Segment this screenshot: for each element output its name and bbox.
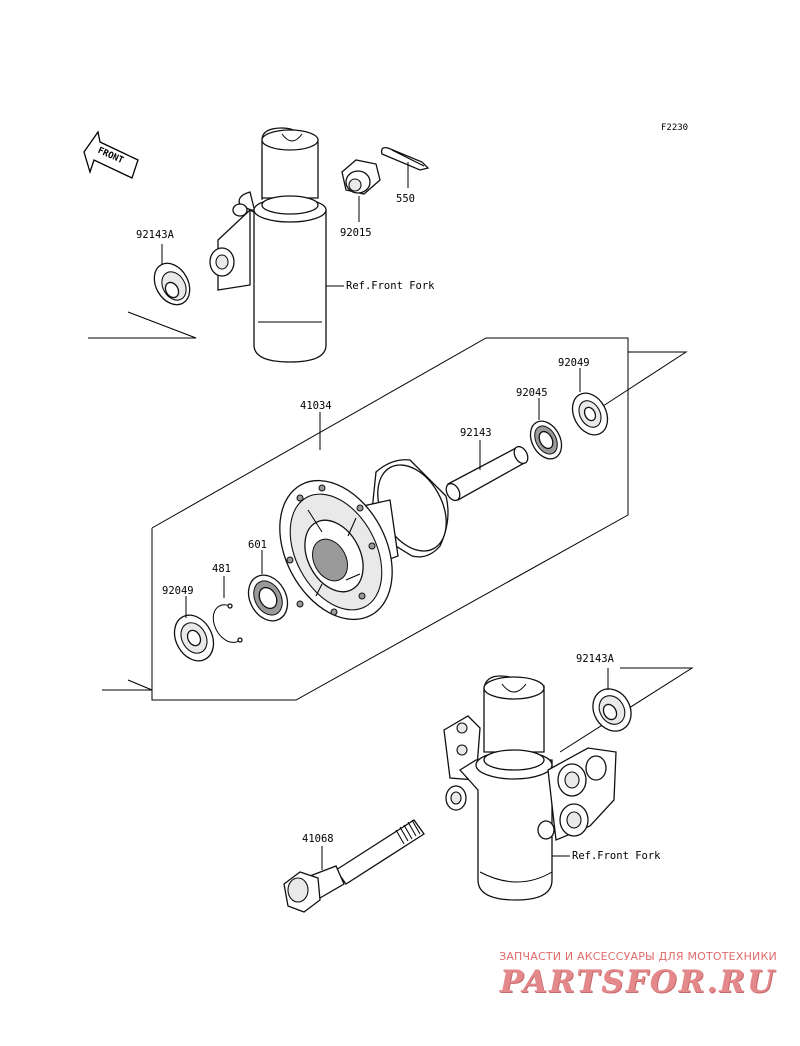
diagram-code: F2230 [661,123,688,133]
upper-front-fork [209,127,327,363]
spacer-92143 [445,445,529,502]
axle-41068 [283,819,425,913]
label-601: 601 [248,539,267,551]
bearing-601 [247,574,289,622]
label-92045: 92045 [516,387,548,399]
wheel-hub-41034 [279,459,449,621]
cotter-pin-550 [380,146,430,171]
circlip-481 [212,603,243,643]
ref-front-fork-upper: Ref.Front Fork [346,280,435,292]
label-41068: 41068 [302,833,334,845]
ref-front-fork-lower: Ref.Front Fork [572,850,661,862]
label-92049-left: 92049 [162,585,194,597]
bearing-92045 [529,420,563,460]
collar-92143A-bottom [592,688,632,732]
collar-92015 [341,159,381,195]
label-481: 481 [212,563,231,575]
collar-92143A-top [153,262,191,306]
seal-92049-right [571,392,609,436]
label-92143A-top: 92143A [136,229,175,241]
label-41034: 41034 [300,400,332,412]
watermark-brand-logo: PARTSFOR.RU [499,964,777,1000]
lower-front-fork [443,675,617,901]
label-92049-right: 92049 [558,357,590,369]
label-550: 550 [396,193,415,205]
watermark-tagline: ЗАПЧАСТИ И АКСЕССУАРЫ ДЛЯ МОТОТЕХНИКИ [499,950,777,963]
seal-92049-left [173,614,215,662]
label-92143A-bottom: 92143A [576,653,615,665]
front-arrow-icon: FRONT [83,130,139,179]
label-92143: 92143 [460,427,492,439]
label-92015: 92015 [340,227,372,239]
